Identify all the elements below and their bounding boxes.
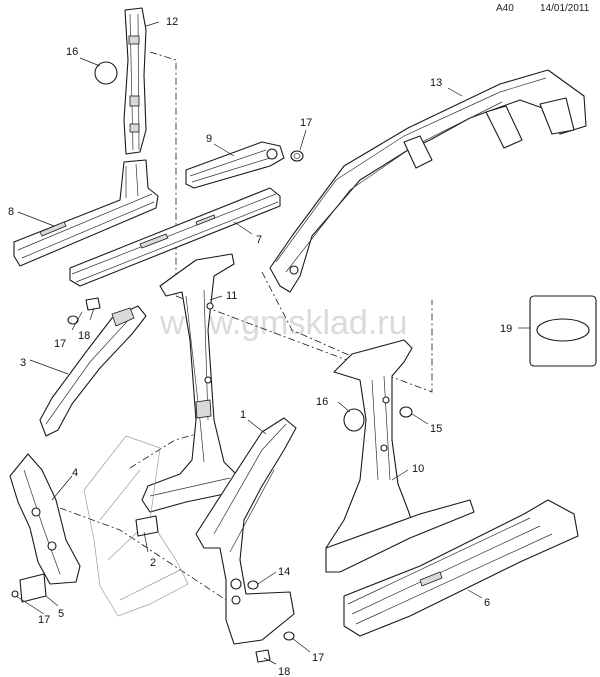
callout-2: 2 [150,557,156,569]
part-15-grommet [399,406,413,418]
part-19-boxed-patch [529,295,597,367]
part-6-outer-rocker [343,499,579,637]
callout-11: 11 [226,290,237,302]
assembly-lines [59,51,433,601]
callouts: 12 16 13 17 9 8 7 11 18 17 3 19 16 1 15 … [8,16,512,677]
callout-9: 9 [206,133,212,145]
callout-3: 3 [20,357,26,369]
callout-16-lower: 16 [316,396,328,408]
callout-8: 8 [8,206,14,218]
part-16-patch-lower [343,408,365,432]
callout-7: 7 [256,234,262,246]
part-4-hinge-pillar-inner [9,453,81,585]
part-9-bracket [185,141,285,189]
part-1-front-pillar [195,417,297,645]
callout-10: 10 [412,463,424,475]
part-5-bracket-lower [11,573,47,603]
leader-lines [15,21,530,665]
callout-19: 19 [500,323,512,335]
callout-6: 6 [484,597,490,609]
diagram-code: A40 [496,3,514,14]
callout-12: 12 [166,16,178,28]
callout-13: 13 [430,77,442,89]
callout-14: 14 [278,566,290,578]
part-7-sill-reinforcement [69,187,281,287]
callout-17-bottom: 17 [312,652,324,664]
callout-1: 1 [240,409,246,421]
part-12-b-pillar-upper [123,7,147,155]
part-8-inner-rocker [13,159,159,267]
part-17-plug-left [67,315,79,325]
callout-4: 4 [72,467,78,479]
diagram-date: 14/01/2011 [540,3,590,14]
part-3-hinge-reinforcement [39,305,147,437]
callout-16-upper: 16 [66,46,78,58]
part-13-roof-rail [269,69,587,293]
callout-17-left: 17 [54,338,66,350]
part-17-plug-lower [283,631,295,641]
callout-15: 15 [430,423,442,435]
callout-17-bottom-left: 17 [38,614,50,626]
callout-17-upper: 17 [300,117,312,129]
callout-18-bottom: 18 [278,666,290,677]
callout-5: 5 [58,608,64,620]
part-14-grommet [247,580,259,590]
part-18-clip-left [85,297,101,311]
part-2-hinge-pillar [83,435,189,617]
part-11-b-pillar-inner [141,253,239,513]
callout-18-left: 18 [78,330,90,342]
part-10-b-pillar-outer [325,339,475,573]
part-17-plug-upper [290,150,304,162]
part-16-patch-upper [94,61,118,85]
